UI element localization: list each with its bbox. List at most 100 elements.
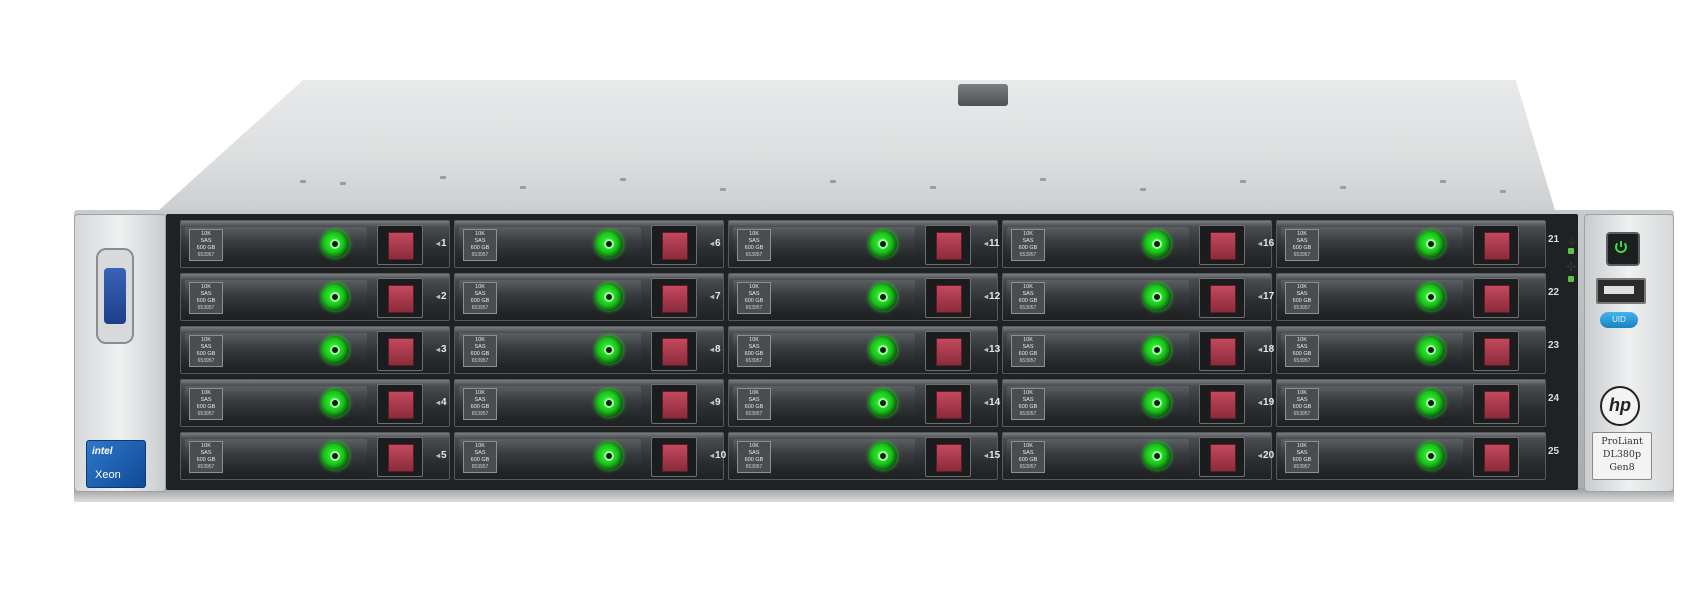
power-button[interactable] <box>1606 232 1640 266</box>
usb-port-icon[interactable] <box>1596 278 1646 304</box>
bay-number: 14 <box>984 397 1000 408</box>
vga-port-icon[interactable] <box>96 248 134 344</box>
drive-speed: 10K <box>201 337 211 343</box>
bay-number: 8 <box>710 344 721 355</box>
drive-speed: 10K <box>1023 337 1033 343</box>
drive-status-led-icon <box>869 230 897 258</box>
drive-interface: SAS <box>200 397 212 403</box>
drive-status-led-icon <box>595 389 623 417</box>
drive-release-latch[interactable] <box>1473 331 1519 371</box>
drive-release-latch[interactable] <box>651 278 697 318</box>
drive-release-latch[interactable] <box>1199 437 1245 477</box>
drive-interface: SAS <box>474 291 486 297</box>
drive-part-number: 653957 <box>471 464 489 470</box>
drive-speed: 10K <box>475 231 485 237</box>
drive-capacity: 600 GB <box>744 351 764 357</box>
bay-number: 18 <box>1258 344 1274 355</box>
drive-release-latch[interactable] <box>377 225 423 265</box>
drive-release-latch[interactable] <box>651 225 697 265</box>
drive-interface: SAS <box>474 397 486 403</box>
drive-speed: 10K <box>1297 284 1307 290</box>
drive-release-latch[interactable] <box>925 225 971 265</box>
bay-number: 6 <box>710 238 721 249</box>
drive-part-number: 653957 <box>197 464 215 470</box>
drive-interface: SAS <box>200 291 212 297</box>
drive-part-number: 653957 <box>471 252 489 258</box>
drive-release-latch[interactable] <box>377 384 423 424</box>
drive-capacity: 600 GB <box>470 298 490 304</box>
drive-release-latch[interactable] <box>651 331 697 371</box>
network-icon: ✣ <box>1566 260 1577 274</box>
drive-release-latch[interactable] <box>377 331 423 371</box>
drive-status-led-icon <box>1417 283 1445 311</box>
drive-release-latch[interactable] <box>1199 278 1245 318</box>
drive-interface: SAS <box>1022 450 1034 456</box>
model-line-2: DL380p <box>1602 449 1642 460</box>
drive-release-latch[interactable] <box>377 437 423 477</box>
drive-part-number: 653957 <box>197 252 215 258</box>
bay-number: 17 <box>1258 291 1274 302</box>
drive-release-latch[interactable] <box>1473 384 1519 424</box>
cover-release-latch[interactable] <box>958 84 1008 106</box>
drive-part-number: 653957 <box>745 411 763 417</box>
drive-release-latch[interactable] <box>1473 437 1519 477</box>
drive-speed: 10K <box>1297 390 1307 396</box>
drive-release-latch[interactable] <box>377 278 423 318</box>
chassis-bottom-edge <box>74 488 1674 502</box>
drive-release-latch[interactable] <box>925 437 971 477</box>
drive-part-number: 653957 <box>1293 305 1311 311</box>
drive-release-latch[interactable] <box>1199 384 1245 424</box>
drive-part-number: 653957 <box>1293 252 1311 258</box>
drive-interface: SAS <box>200 450 212 456</box>
drive-release-latch[interactable] <box>651 437 697 477</box>
drive-release-latch[interactable] <box>1199 331 1245 371</box>
drive-release-latch[interactable] <box>925 384 971 424</box>
drive-release-latch[interactable] <box>1473 278 1519 318</box>
drive-interface: SAS <box>200 344 212 350</box>
drive-capacity: 600 GB <box>744 404 764 410</box>
uid-button[interactable]: UID <box>1600 312 1638 328</box>
drive-release-latch[interactable] <box>925 331 971 371</box>
drive-release-latch[interactable] <box>1473 225 1519 265</box>
drive-capacity: 600 GB <box>744 298 764 304</box>
drive-part-number: 653957 <box>1293 358 1311 364</box>
bay-number: 11 <box>984 238 1000 249</box>
drive-release-latch[interactable] <box>1199 225 1245 265</box>
drive-release-latch[interactable] <box>651 384 697 424</box>
drive-capacity: 600 GB <box>1018 351 1038 357</box>
drive-release-latch[interactable] <box>925 278 971 318</box>
drive-speed: 10K <box>1023 231 1033 237</box>
